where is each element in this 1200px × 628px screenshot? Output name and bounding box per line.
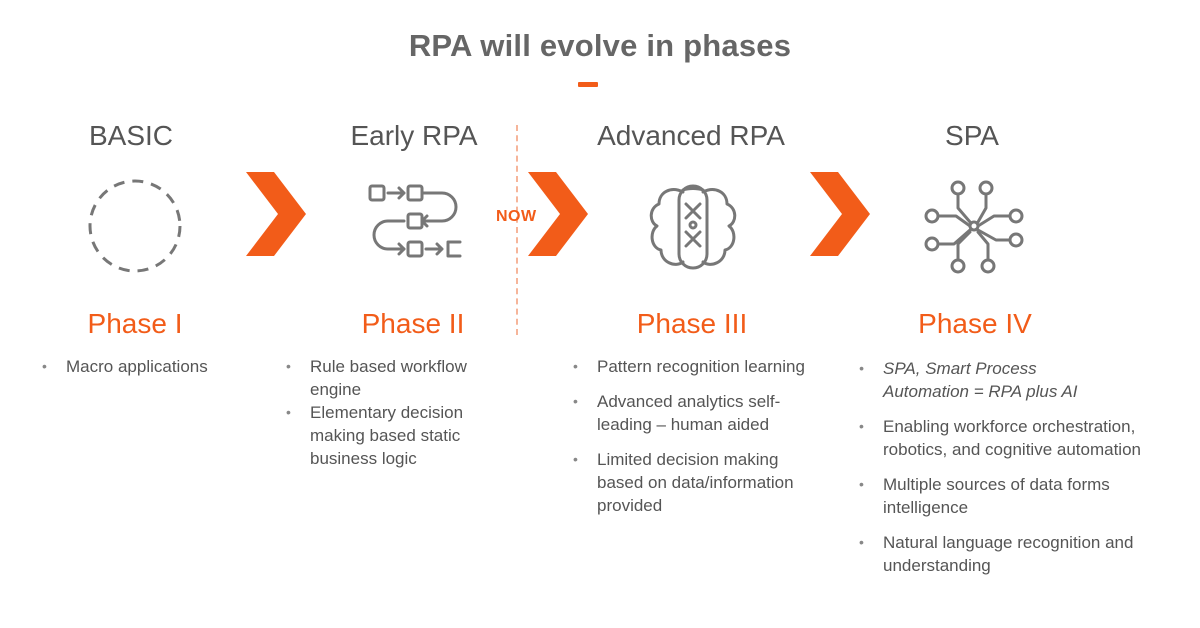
list-item: Pattern recognition learning <box>571 355 816 378</box>
list-item: Macro applications <box>40 355 260 378</box>
page-title: RPA will evolve in phases <box>408 28 792 63</box>
phase-label-3: Phase III <box>636 308 748 339</box>
phase-4-bullets: SPA, Smart Process Automation = RPA plus… <box>857 357 1162 577</box>
list-item: Limited decision making based on data/in… <box>571 448 816 517</box>
chevron-right-icon <box>810 172 870 256</box>
phase-label-1: Phase I <box>87 308 183 339</box>
phase-name-early-rpa: Early RPA <box>350 120 478 151</box>
list-item: Advanced analytics self-leading – human … <box>571 390 816 436</box>
phase-label-4: Phase IV <box>918 308 1032 339</box>
circuit-network-icon <box>924 180 1024 274</box>
list-item: Elementary decision making based static … <box>284 401 494 470</box>
list-item: SPA, Smart Process Automation = RPA plus… <box>857 357 1162 403</box>
workflow-icon <box>368 184 462 258</box>
title-underline <box>578 82 598 87</box>
phase-name-advanced-rpa: Advanced RPA <box>597 120 785 151</box>
phase-1-bullets: Macro applications <box>40 355 260 378</box>
list-item: Multiple sources of data forms intellige… <box>857 473 1162 519</box>
now-label: NOW <box>496 208 537 225</box>
list-item: Natural language recognition and underst… <box>857 531 1162 577</box>
now-divider-line <box>516 125 518 335</box>
chevron-right-icon <box>246 172 306 256</box>
phase-3-bullets: Pattern recognition learning Advanced an… <box>571 355 816 517</box>
list-item: Rule based workflow engine <box>284 355 494 401</box>
brain-dna-icon <box>649 184 737 270</box>
phase-label-2: Phase II <box>361 308 465 339</box>
phase-name-basic: BASIC <box>88 120 174 151</box>
dashed-circle-icon <box>88 179 182 273</box>
chevron-right-icon <box>528 172 588 256</box>
phase-2-bullets: Rule based workflow engine Elementary de… <box>284 355 494 470</box>
list-item: Enabling workforce orchestration, roboti… <box>857 415 1162 461</box>
phase-name-spa: SPA <box>945 120 999 151</box>
